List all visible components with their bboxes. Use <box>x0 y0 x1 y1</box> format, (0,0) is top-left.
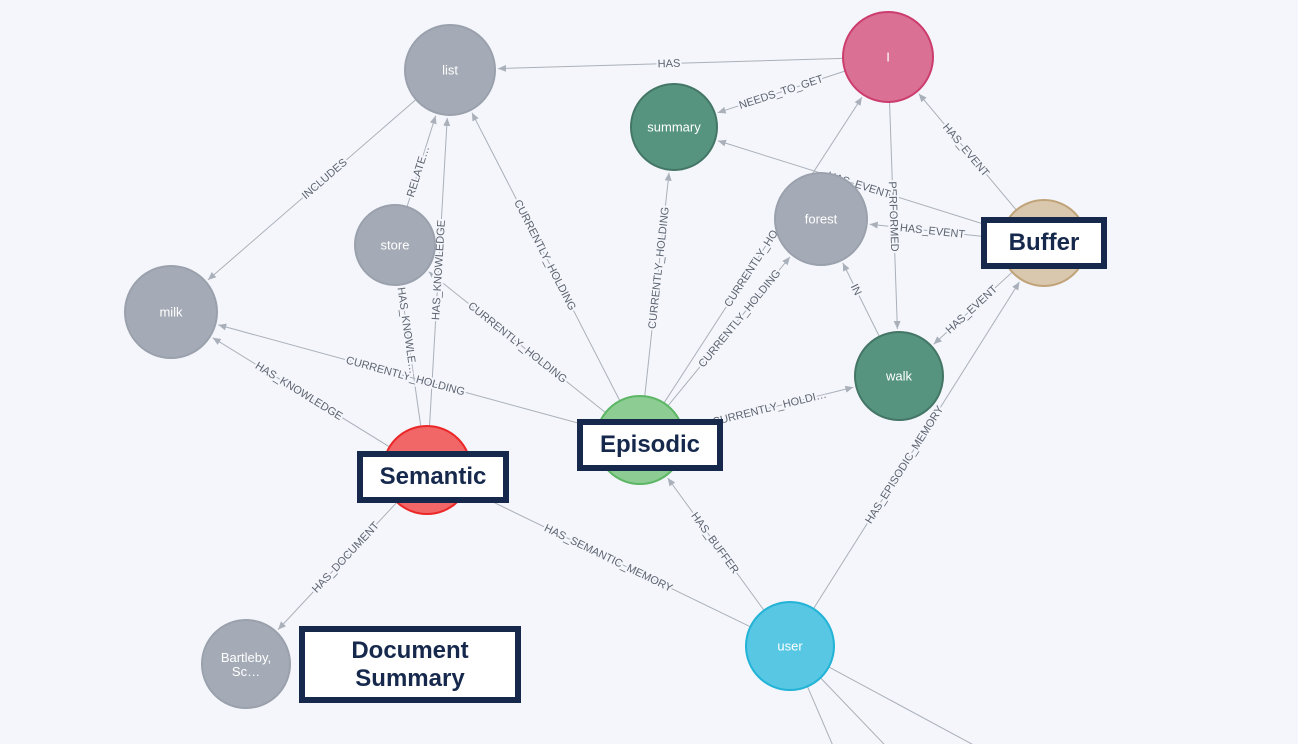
edge-line-episodic-summary[interactable] <box>644 172 672 397</box>
edge-label-semantic-milk[interactable]: HAS_KNOWLEDGE <box>251 358 347 425</box>
edge-line-episodic-list[interactable] <box>471 112 621 402</box>
edge-line-user-buffer[interactable] <box>813 281 1020 610</box>
node-store[interactable]: store <box>354 204 436 286</box>
edge-line-store-list[interactable] <box>406 115 437 207</box>
edge-line-i-walk[interactable] <box>889 101 901 330</box>
node-walk[interactable]: walk <box>854 331 944 421</box>
edge-line-user-off1[interactable] <box>806 686 852 744</box>
node-circle[interactable] <box>854 331 944 421</box>
edge-label-user-buffer[interactable]: HAS_EPISODIC_MEMORY <box>861 401 948 528</box>
edge-line-episodic-i[interactable] <box>663 97 863 404</box>
edge-label-i-summary[interactable]: NEEDS_TO_GET <box>736 71 827 114</box>
annotation-buffer: Buffer <box>981 217 1107 269</box>
edge-label-user-semantic[interactable]: HAS_SEMANTIC_MEMORY <box>540 520 677 597</box>
edge-line-buffer-summary[interactable] <box>717 139 1004 231</box>
edge-label-episodic-list[interactable]: CURRENTLY_HOLDING <box>509 196 580 315</box>
node-summary[interactable]: summary <box>630 83 718 171</box>
edge-labels-layer: HASNEEDS_TO_GETPERFORMEDHAS_EVENTHAS_EVE… <box>251 56 1003 598</box>
edge-line-buffer-i[interactable] <box>918 93 1017 211</box>
edge-label-semantic-bartleby[interactable]: HAS_DOCUMENT <box>308 518 384 598</box>
node-milk[interactable]: milk <box>124 265 218 359</box>
edge-label-episodic-walk[interactable]: CURRENTLY_HOLDI… <box>709 387 830 431</box>
edge-label-buffer-walk[interactable]: HAS_EVENT <box>942 281 1003 338</box>
edge-line-user-off3[interactable] <box>828 666 1020 744</box>
node-circle[interactable] <box>774 172 868 266</box>
edge-line-buffer-forest[interactable] <box>869 221 1002 239</box>
edge-label-user-episodic[interactable]: HAS_BUFFER <box>686 508 743 578</box>
edge-line-list-milk[interactable] <box>207 99 417 281</box>
node-circle[interactable] <box>201 619 291 709</box>
edge-line-semantic-bartleby[interactable] <box>277 501 398 630</box>
node-bartleby[interactable]: Bartleby,Sc… <box>201 619 291 709</box>
node-circle[interactable] <box>124 265 218 359</box>
node-user[interactable]: user <box>745 601 835 691</box>
edge-line-walk-forest[interactable] <box>842 262 880 337</box>
node-circle[interactable] <box>404 24 496 116</box>
edge-label-store-list[interactable]: RELATE… <box>403 143 434 201</box>
edge-label-episodic-summary[interactable]: CURRENTLY_HOLDING <box>645 204 674 331</box>
edge-line-semantic-milk[interactable] <box>212 337 390 448</box>
edge-label-semantic-store[interactable]: HAS_KNOWLE… <box>393 284 421 376</box>
annotation-document-summary: Document Summary <box>299 626 521 703</box>
node-i[interactable]: I <box>842 11 934 103</box>
edge-label-list-milk[interactable]: INCLUDES <box>298 155 352 204</box>
edge-line-user-off2[interactable] <box>820 677 928 744</box>
node-circle[interactable] <box>842 11 934 103</box>
edge-line-semantic-list[interactable] <box>429 117 451 427</box>
node-list[interactable]: list <box>404 24 496 116</box>
edge-line-user-semantic[interactable] <box>469 490 751 628</box>
node-forest[interactable]: forest <box>774 172 868 266</box>
edge-label-i-walk[interactable]: PERFORMED <box>884 179 902 254</box>
edge-line-buffer-walk[interactable] <box>933 271 1013 345</box>
edge-line-user-episodic[interactable] <box>667 477 765 611</box>
edge-line-semantic-store[interactable] <box>398 287 422 427</box>
edge-line-i-summary[interactable] <box>717 70 846 114</box>
node-circle[interactable] <box>354 204 436 286</box>
annotation-semantic: Semantic <box>357 451 509 503</box>
edge-label-buffer-i[interactable]: HAS_EVENT <box>938 119 993 181</box>
edge-line-episodic-milk[interactable] <box>218 323 598 429</box>
edge-line-episodic-forest[interactable] <box>667 256 791 407</box>
annotation-episodic: Episodic <box>577 419 723 471</box>
edges-layer <box>207 57 1020 744</box>
node-circle[interactable] <box>630 83 718 171</box>
edge-label-i-list[interactable]: HAS <box>656 56 683 73</box>
edge-label-episodic-store[interactable]: CURRENTLY_HOLDING <box>463 298 570 388</box>
edge-line-i-list[interactable] <box>497 57 844 72</box>
node-circle[interactable] <box>745 601 835 691</box>
edge-line-episodic-store[interactable] <box>428 271 606 413</box>
edge-label-buffer-forest[interactable]: HAS_EVENT <box>897 220 968 243</box>
edge-label-walk-forest[interactable]: IN <box>846 280 866 299</box>
